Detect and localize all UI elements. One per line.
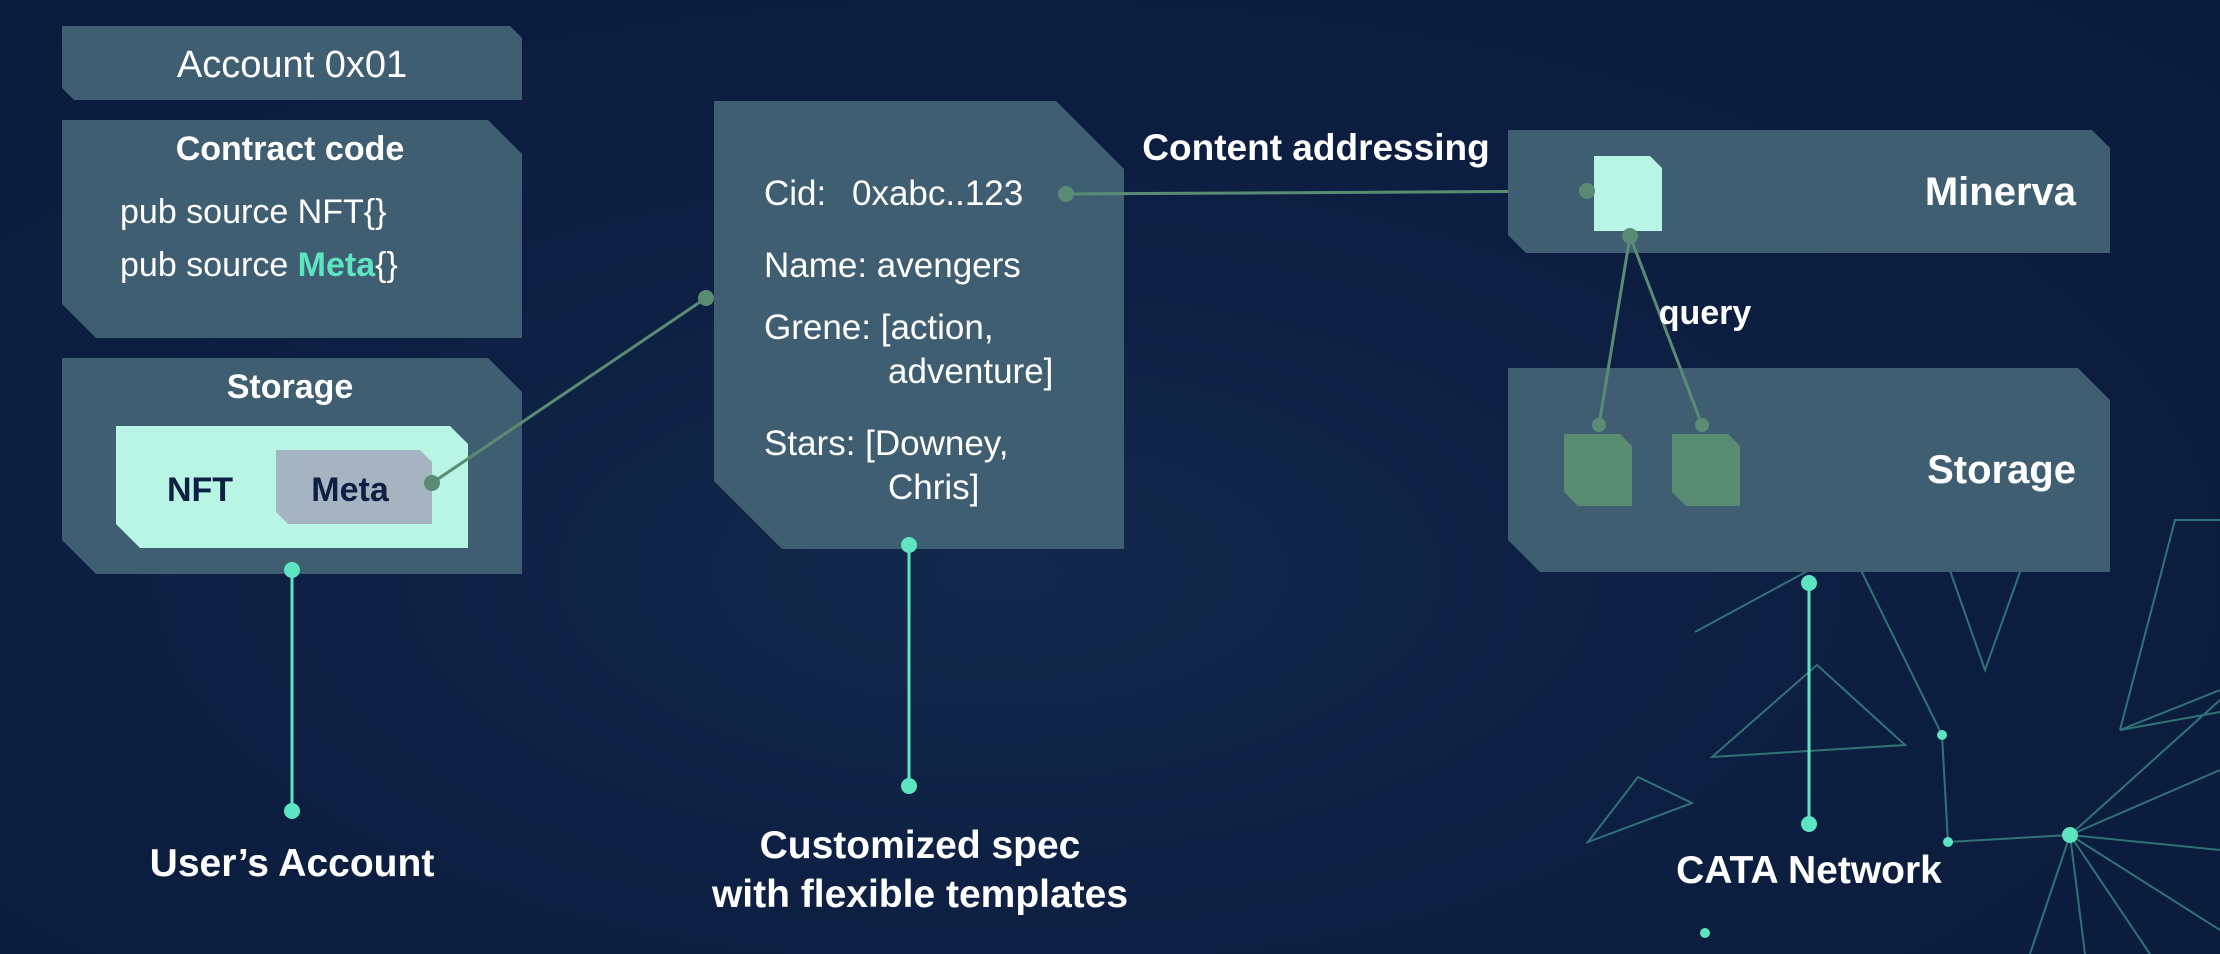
network-storage-label: Storage <box>1927 448 2076 492</box>
cid-connector-dot <box>1058 186 1074 202</box>
storage-block-right <box>1672 434 1740 506</box>
cata-network-caption: CATA Network <box>1676 849 1942 892</box>
cata-stem-top-dot <box>1801 575 1817 591</box>
storage-block-left <box>1564 434 1632 506</box>
spec-connector-dot <box>698 290 714 306</box>
nft-label: NFT <box>167 471 233 509</box>
query-line-right <box>1628 235 1704 426</box>
code-line-meta-prefix: pub source <box>120 246 298 284</box>
genre-line-2: adventure] <box>888 352 1053 391</box>
content-addressing-connector <box>1065 189 1588 196</box>
user-account-caption: User’s Account <box>150 842 435 885</box>
minerva-label: Minerva <box>1925 170 2077 214</box>
stars-line-2: Chris] <box>888 468 979 507</box>
account-storage-title: Storage <box>227 368 354 406</box>
cid-value: 0xabc..123 <box>852 174 1023 213</box>
spec-card <box>714 101 1124 549</box>
minerva-content-block <box>1594 156 1662 231</box>
genre-line-1: Grene: [action, <box>764 308 994 347</box>
contract-code-box <box>62 120 522 338</box>
cata-stem-bottom-dot <box>1801 816 1817 832</box>
spec-stem-top-dot <box>901 537 917 553</box>
spec-caption-line-2: with flexible templates <box>711 873 1128 916</box>
storage-block-right-dot <box>1695 418 1709 432</box>
cid-label: Cid: <box>764 174 826 213</box>
meta-connector-dot <box>424 475 440 491</box>
contract-code-title: Contract code <box>176 130 405 168</box>
account-title-box <box>62 26 522 100</box>
code-line-meta: pub source Meta{} <box>120 246 398 284</box>
account-title: Account 0x01 <box>177 44 407 86</box>
storage-block-left-dot <box>1592 418 1606 432</box>
network-decoration <box>1585 485 2220 954</box>
stars-line-1: Stars: [Downey, <box>764 424 1008 463</box>
network-storage-box <box>1508 368 2110 572</box>
meta-label: Meta <box>311 471 390 509</box>
name-line: Name: avengers <box>764 246 1021 285</box>
query-label: query <box>1659 294 1752 332</box>
meta-to-spec-connector <box>431 296 707 485</box>
spec-caption-line-1: Customized spec <box>760 824 1081 867</box>
minerva-block-dot-left <box>1579 183 1595 199</box>
account-stem-bottom-dot <box>284 803 300 819</box>
meta-chip <box>276 450 432 524</box>
spec-stem-bottom-dot <box>901 778 917 794</box>
code-line-meta-highlight: Meta <box>298 246 377 284</box>
content-addressing-label: Content addressing <box>1142 127 1489 168</box>
code-line-nft: pub source NFT{} <box>120 193 386 231</box>
query-line-left <box>1597 235 1632 426</box>
code-line-meta-suffix: {} <box>375 246 398 284</box>
account-stem-top-dot <box>284 562 300 578</box>
minerva-block-dot-bottom <box>1622 228 1638 244</box>
